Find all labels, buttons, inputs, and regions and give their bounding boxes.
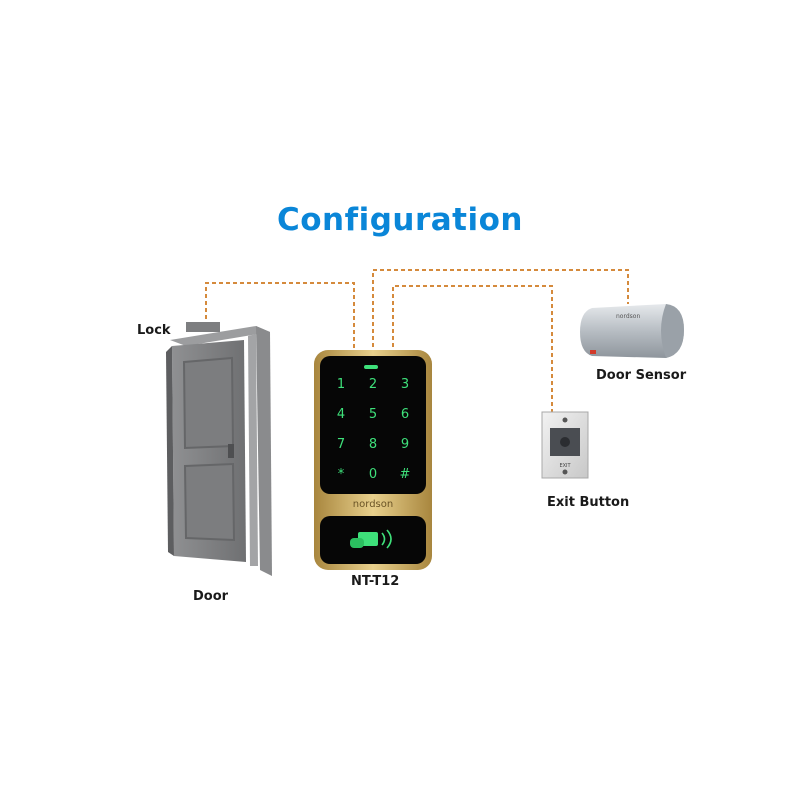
keypad-key: 1: [337, 377, 345, 392]
door-sensor-led: [590, 350, 596, 354]
door-frame-inner: [248, 334, 258, 566]
device-keypad-panel: [320, 356, 426, 494]
label-door-sensor: Door Sensor: [596, 368, 687, 383]
door-edge: [166, 346, 174, 556]
door-handle: [228, 444, 234, 458]
label-device-model: NT-T12: [351, 574, 400, 589]
rfid-waves-icon: [381, 529, 392, 549]
exit-button-text: EXIT: [559, 463, 571, 469]
keypad-key: *: [338, 467, 345, 482]
keypad-key: 8: [369, 437, 377, 452]
keypad-keys: 1 2 3 4 5 6 7 8 9 * 0 #: [337, 377, 411, 482]
door-illustration: [166, 322, 272, 576]
keypad-key: 3: [401, 377, 409, 392]
keypad-key: 5: [369, 407, 377, 422]
door-sensor-body: [580, 304, 684, 358]
door-sensor-illustration: nordson: [580, 304, 684, 358]
door-frame-right: [256, 326, 272, 576]
label-door: Door: [193, 589, 229, 604]
keypad-key: 6: [401, 407, 409, 422]
door-sensor-cap: [661, 304, 684, 358]
door-frame-top: [170, 326, 270, 346]
diagram-title: Configuration: [276, 202, 523, 238]
wiring: [205, 269, 629, 412]
keypad-key: 0: [369, 467, 377, 482]
plate-screw-bottom: [562, 469, 568, 475]
label-lock: Lock: [137, 323, 171, 338]
door-sensor-brand: nordson: [616, 313, 640, 320]
device-status-led: [364, 365, 378, 369]
keypad-key: 2: [369, 377, 377, 392]
hand-icon: [350, 538, 364, 548]
card-reader-icon: [350, 529, 392, 549]
label-exit-button: Exit Button: [547, 495, 630, 510]
keypad-key: #: [400, 467, 411, 482]
door-panel-top: [182, 356, 235, 450]
door-panel-bottom: [183, 462, 236, 542]
wire-exit-button: [392, 285, 553, 412]
exit-button-lens: [560, 437, 570, 447]
device-brand: nordson: [353, 499, 393, 510]
keypad-key: 4: [337, 407, 345, 422]
wire-lock: [205, 282, 355, 354]
exit-button-illustration: EXIT: [541, 411, 589, 479]
lock-body: [186, 322, 220, 332]
keypad-key: 7: [337, 437, 345, 452]
plate-screw-top: [562, 417, 568, 423]
keypad-key: 9: [401, 437, 409, 452]
keypad-device: nordson 1 2 3 4 5 6 7 8 9 * 0 #: [314, 350, 432, 570]
wire-door-sensor: [372, 269, 629, 354]
